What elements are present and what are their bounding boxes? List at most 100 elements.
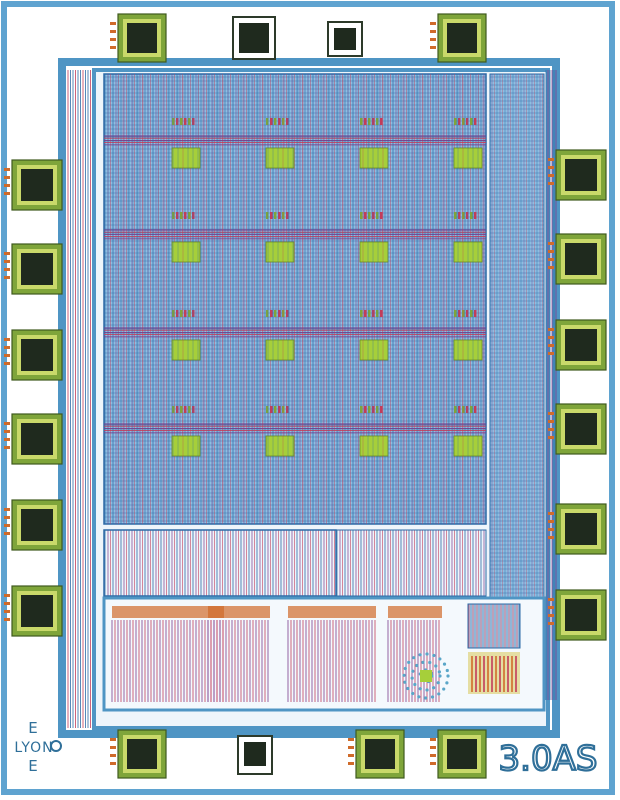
test-dot bbox=[403, 680, 407, 684]
bond-pad-plain bbox=[327, 21, 363, 57]
transistor-cell bbox=[286, 212, 289, 219]
transistor-cell bbox=[360, 406, 363, 413]
transistor-cell bbox=[364, 406, 367, 413]
transistor-cell bbox=[176, 118, 179, 125]
transistor-cell bbox=[270, 118, 273, 125]
bond-pad bbox=[548, 149, 607, 201]
test-dot bbox=[430, 695, 435, 699]
transistor-cell bbox=[274, 406, 277, 413]
transistor-cell bbox=[184, 212, 187, 219]
logic-cells bbox=[111, 603, 521, 702]
transistor-cell bbox=[172, 118, 175, 125]
transistor-cell bbox=[274, 118, 277, 125]
test-dot bbox=[438, 674, 442, 678]
transistor-cell bbox=[458, 406, 461, 413]
transistor-cell bbox=[274, 310, 277, 317]
transistor-cell bbox=[266, 406, 269, 413]
test-dot bbox=[432, 653, 436, 658]
transistor-cell bbox=[376, 406, 379, 413]
transistor-cell bbox=[380, 212, 383, 219]
test-dot bbox=[436, 681, 440, 685]
transistor-cell bbox=[282, 310, 285, 317]
emblem-letter-bottom: E bbox=[28, 757, 37, 775]
bond-pad bbox=[4, 499, 63, 551]
transistor-cell bbox=[286, 406, 289, 413]
memory-block bbox=[265, 147, 295, 169]
test-dot bbox=[418, 687, 422, 691]
bond-pad bbox=[348, 729, 405, 779]
bond-pad bbox=[4, 413, 63, 465]
bond-pad bbox=[4, 159, 63, 211]
transistor-cell bbox=[466, 310, 469, 317]
transistor-cell bbox=[466, 118, 469, 125]
test-dot bbox=[425, 688, 429, 692]
transistor-cell bbox=[270, 212, 273, 219]
cell-header bbox=[112, 606, 224, 618]
transistor-cell bbox=[364, 118, 367, 125]
transistor-cell bbox=[360, 310, 363, 317]
transistor-cell bbox=[188, 406, 191, 413]
lyon-emblem: E LYON E bbox=[14, 719, 52, 775]
transistor-cell bbox=[360, 212, 363, 219]
bond-pad-plain bbox=[232, 16, 276, 60]
transistor-cell bbox=[454, 406, 457, 413]
test-dot bbox=[411, 669, 415, 673]
memory-block bbox=[359, 435, 389, 457]
test-structure-dots bbox=[402, 652, 450, 700]
bond-pad bbox=[548, 589, 607, 641]
transistor-cell bbox=[364, 310, 367, 317]
memory-block bbox=[171, 339, 201, 361]
transistor-cell bbox=[286, 310, 289, 317]
transistor-cell bbox=[470, 310, 473, 317]
test-dot bbox=[406, 686, 410, 691]
test-dot bbox=[438, 657, 442, 661]
transistor-cell bbox=[180, 310, 183, 317]
test-dot bbox=[413, 682, 417, 687]
bond-pad bbox=[4, 243, 63, 295]
test-dot bbox=[403, 666, 407, 671]
test-dot bbox=[417, 695, 421, 699]
core-block-grid bbox=[104, 76, 486, 522]
transistor-cell bbox=[184, 406, 187, 413]
transistor-cell bbox=[282, 212, 285, 219]
cell-header bbox=[208, 606, 270, 618]
transistor-cell bbox=[184, 310, 187, 317]
emblem-letter-top: E bbox=[28, 719, 37, 737]
memory-block bbox=[171, 241, 201, 263]
transistor-cell bbox=[380, 406, 383, 413]
transistor-cell bbox=[172, 212, 175, 219]
transistor-cell bbox=[474, 118, 477, 125]
transistor-cell bbox=[376, 310, 379, 317]
test-dot bbox=[437, 692, 441, 696]
transistor-cell bbox=[274, 212, 277, 219]
transistor-cell bbox=[278, 310, 281, 317]
transistor-cell bbox=[372, 118, 375, 125]
transistor-cell bbox=[454, 310, 457, 317]
cell-header bbox=[388, 606, 442, 618]
test-dot bbox=[442, 687, 446, 691]
transistor-cell bbox=[368, 406, 371, 413]
memory-block bbox=[265, 435, 295, 457]
test-dot bbox=[437, 670, 441, 674]
test-dot bbox=[445, 668, 449, 673]
memory-block bbox=[359, 339, 389, 361]
test-dot bbox=[424, 696, 428, 700]
right-routing-wires bbox=[490, 74, 544, 604]
transistor-cell bbox=[282, 118, 285, 125]
left-bus-lines bbox=[67, 70, 91, 728]
bond-pad bbox=[4, 585, 63, 637]
transistor-cell bbox=[474, 212, 477, 219]
decoder-region-right bbox=[335, 529, 487, 597]
test-dot bbox=[415, 663, 419, 668]
transistor-cell bbox=[266, 212, 269, 219]
transistor-cell bbox=[474, 310, 477, 317]
test-dot bbox=[412, 656, 416, 660]
test-dot bbox=[445, 681, 449, 685]
transistor-cell bbox=[266, 118, 269, 125]
transistor-cell bbox=[454, 212, 457, 219]
transistor-cell bbox=[172, 406, 175, 413]
transistor-cell bbox=[372, 406, 375, 413]
test-dot bbox=[434, 664, 438, 668]
transistor-cell bbox=[192, 406, 195, 413]
transistor-cell bbox=[192, 118, 195, 125]
